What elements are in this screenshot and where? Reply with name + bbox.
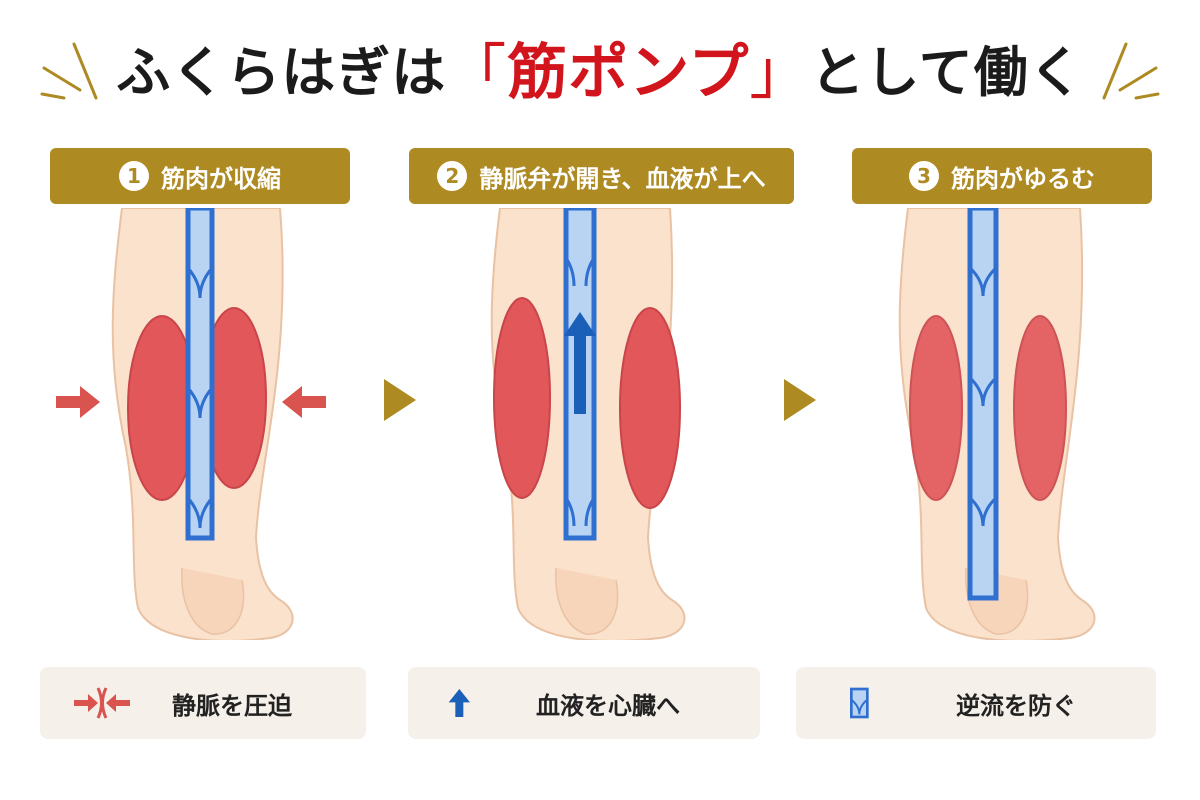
right-calf-muscle (619, 307, 681, 509)
title-highlight: 筋ポンプ (507, 37, 750, 108)
leg-illustration-relaxed (898, 208, 1096, 640)
step-3-label: 3 筋肉がゆるむ (852, 148, 1152, 204)
step-1-number: 1 (119, 161, 149, 191)
info-box-valve: 逆流を防ぐ (796, 667, 1156, 739)
title-close-bracket: 」 (749, 37, 811, 108)
right-burst-decoration (1102, 42, 1160, 100)
title-suffix: として働く (810, 40, 1084, 104)
heel-shape (555, 567, 619, 635)
compress-arrows-icon (74, 687, 130, 719)
step-1-label: 1 筋肉が収縮 (50, 148, 350, 204)
left-burst-decoration (40, 42, 98, 100)
next-step-arrow-2 (784, 379, 816, 421)
title-prefix: ふくらはぎは (116, 40, 447, 104)
right-calf-muscle (1013, 315, 1067, 501)
leg-illustration-contracted (111, 208, 294, 640)
step-1-text: 筋肉が収縮 (161, 164, 281, 193)
step-2-label: 2 静脈弁が開き、血液が上へ (409, 148, 794, 204)
vein-valve-icon (850, 687, 869, 719)
step-2-number: 2 (437, 161, 468, 191)
vein-valves (968, 266, 998, 527)
info-text-flow: 血液を心臓へ (536, 691, 680, 720)
vein-valves (564, 257, 596, 527)
page-title: ふくらはぎは 「 筋ポンプ 」 として働く (0, 22, 1200, 112)
vein-valves (186, 267, 214, 529)
info-box-flow: 血液を心臓へ (408, 667, 760, 739)
title-open-bracket: 「 (446, 37, 508, 108)
pressure-arrow-right (282, 386, 326, 418)
info-text-compress: 静脈を圧迫 (172, 691, 292, 720)
info-text-valve: 逆流を防ぐ (956, 691, 1076, 720)
pressure-arrow-left (56, 386, 100, 418)
heel-shape (181, 567, 245, 635)
leg-illustration-pumping (490, 208, 686, 640)
left-calf-muscle (909, 315, 963, 501)
up-arrow-icon (448, 689, 470, 717)
vein (185, 208, 215, 541)
info-box-compress: 静脈を圧迫 (40, 667, 366, 739)
step-2-text: 静脈弁が開き、血液が上へ (479, 164, 766, 193)
step-3-number: 3 (909, 161, 939, 191)
blood-flow-up-arrow (564, 312, 596, 414)
left-calf-muscle (493, 297, 551, 499)
step-3-text: 筋肉がゆるむ (951, 164, 1095, 193)
next-step-arrow-1 (384, 379, 416, 421)
